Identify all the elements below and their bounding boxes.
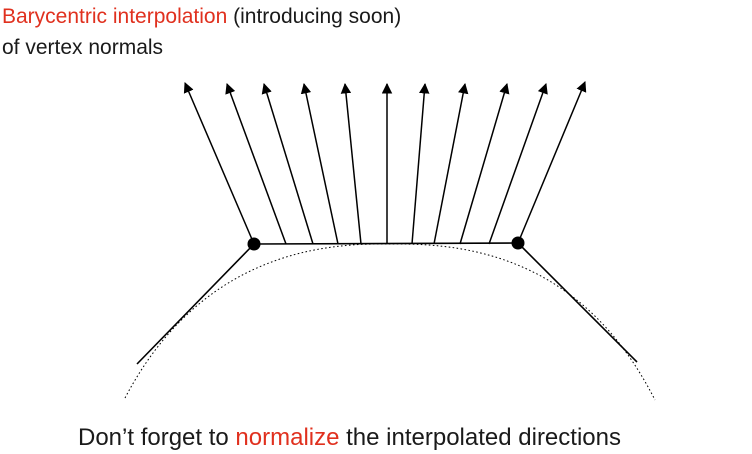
heading-rest-line1: (introducing soon) bbox=[227, 5, 402, 28]
slide-heading: Barycentric interpolation (introducing s… bbox=[2, 1, 401, 63]
right-mesh-edge bbox=[517, 242, 638, 363]
left-mesh-edge bbox=[136, 243, 255, 365]
normal-arrow bbox=[433, 82, 469, 245]
interpolated-normals bbox=[183, 81, 587, 245]
top-mesh-edge bbox=[253, 242, 519, 245]
caption-after: the interpolated directions bbox=[339, 424, 621, 451]
normal-arrow bbox=[300, 82, 339, 245]
right-vertex-dot bbox=[511, 236, 525, 250]
caption-accent-text: normalize bbox=[235, 424, 340, 451]
heading-accent-text: Barycentric interpolation bbox=[2, 5, 228, 28]
slide-caption: Don’t forget to normalize the interpolat… bbox=[78, 422, 621, 454]
normal-arrow bbox=[261, 82, 314, 245]
normal-arrow bbox=[183, 82, 255, 245]
left-vertex-dot bbox=[247, 237, 261, 251]
heading-line2: of vertex normals bbox=[2, 36, 164, 59]
normal-arrow bbox=[517, 81, 587, 244]
normal-arrow bbox=[340, 82, 362, 245]
normal-arrow bbox=[411, 82, 430, 245]
normal-arrow bbox=[488, 83, 548, 245]
true-surface-curve bbox=[124, 243, 656, 401]
normal-arrow bbox=[225, 83, 287, 245]
caption-before: Don’t forget to bbox=[78, 424, 236, 451]
normal-arrow bbox=[459, 82, 510, 245]
